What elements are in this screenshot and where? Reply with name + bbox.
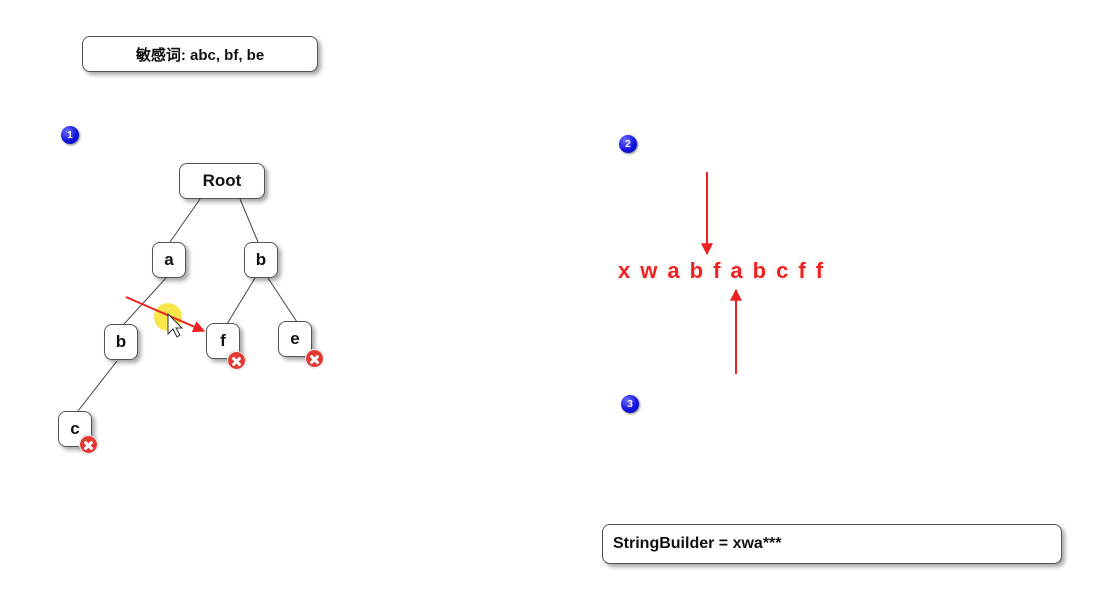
- sensitive-words-text: 敏感词: abc, bf, be: [135, 46, 265, 64]
- sequence-char: b: [689, 258, 704, 283]
- sequence-char: a: [667, 258, 680, 283]
- sequence-char: x: [618, 258, 631, 283]
- trie-node-label: a: [164, 250, 174, 269]
- edge-root-a: [169, 198, 201, 243]
- trie-node-a: a: [152, 242, 186, 278]
- trie-node-label: c: [70, 419, 80, 438]
- end-word-marker-icon: [79, 435, 98, 454]
- edge-b-c: [77, 360, 118, 412]
- sequence-char: f: [713, 258, 721, 283]
- edge-b-f: [226, 277, 256, 325]
- trie-node-label: b: [115, 332, 127, 351]
- trie-node-b: b: [244, 242, 278, 278]
- sequence-char: b: [752, 258, 767, 283]
- sequence-char: f: [798, 258, 806, 283]
- trie-node-a-b: b: [104, 324, 138, 360]
- edge-a-b: [123, 277, 167, 325]
- trie-node-root: Root: [179, 163, 265, 199]
- step-badge-1: 1: [61, 126, 79, 144]
- string-builder-text: StringBuilder = xwa***: [613, 535, 782, 552]
- end-word-marker-icon: [305, 349, 324, 368]
- input-character-sequence: x w a b f a b c f f: [618, 258, 823, 284]
- trie-node-label: b: [255, 250, 267, 269]
- sequence-char: f: [815, 258, 824, 283]
- string-builder-box: StringBuilder = xwa***: [602, 524, 1062, 564]
- step-badge-3: 3: [621, 395, 639, 413]
- trie-node-label: Root: [202, 171, 242, 190]
- end-word-marker-icon: [227, 351, 246, 370]
- trie-node-label: e: [290, 329, 300, 348]
- step-badge-2: 2: [619, 135, 637, 153]
- mouse-cursor-icon: [167, 312, 184, 338]
- edge-root-b: [239, 198, 259, 243]
- sequence-char: c: [776, 258, 789, 283]
- edge-b-e: [267, 277, 298, 323]
- sequence-char: w: [640, 258, 658, 283]
- sequence-char: a: [730, 258, 743, 283]
- pointer-arrow: [125, 296, 206, 333]
- sensitive-words-box: 敏感词: abc, bf, be: [82, 36, 318, 72]
- trie-node-b-e: e: [278, 321, 312, 357]
- trie-node-label: f: [220, 331, 226, 350]
